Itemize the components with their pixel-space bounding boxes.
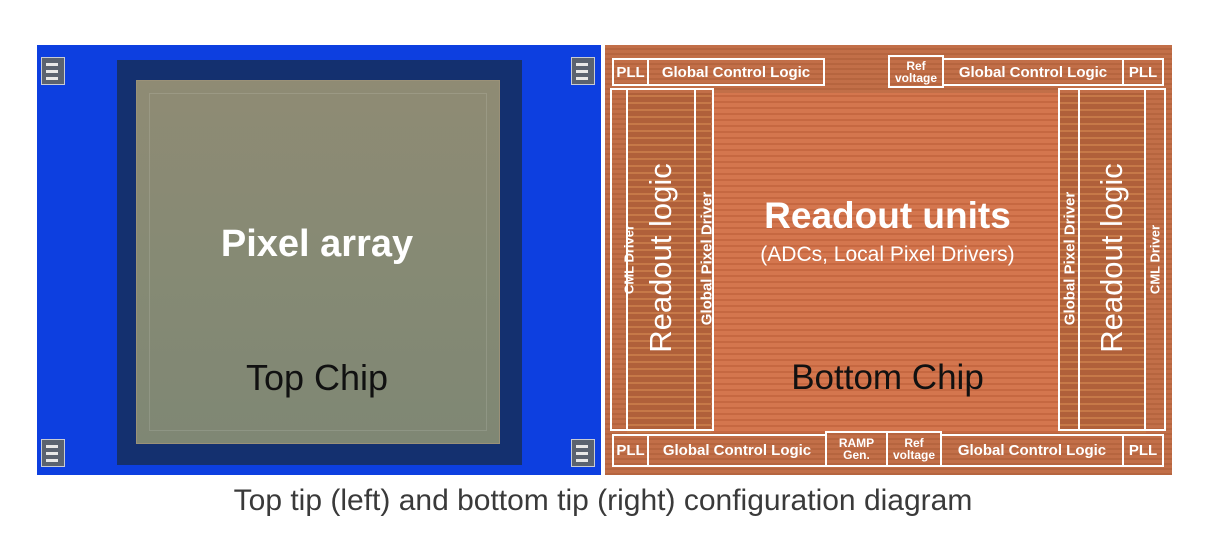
ref-voltage-top-line2: voltage — [894, 70, 937, 85]
readout-logic-left-label: Readout logic — [643, 163, 678, 353]
ramp-gen-line2: Gen. — [843, 448, 870, 462]
global-control-logic-bottom-right: Global Control Logic — [940, 434, 1124, 467]
readout-units-sublabel: (ADCs, Local Pixel Drivers) — [760, 243, 1015, 266]
bottom-chip-label: Bottom Chip — [791, 358, 984, 397]
global-control-logic-bottom-left: Global Control Logic — [647, 434, 827, 467]
cml-driver-right-label: CML Driver — [1147, 224, 1163, 295]
global-control-logic-top-left: Global Control Logic — [647, 58, 825, 86]
chip-configuration-figure: Pixel array Top Chip PLL Global Control … — [37, 45, 1172, 475]
top-chip-label: Top Chip — [245, 357, 389, 398]
pll-top-left: PLL — [612, 58, 649, 86]
left-readout-band — [627, 93, 711, 433]
right-readout-band — [1060, 93, 1146, 433]
top-chip-image: Pixel array Top Chip — [37, 45, 601, 475]
global-control-logic-top-right: Global Control Logic — [942, 58, 1124, 86]
readout-units-region — [713, 93, 1058, 433]
ref-voltage-top: Ref voltage — [888, 55, 944, 88]
ref-voltage-bottom: Ref voltage — [886, 431, 942, 467]
cml-driver-left-label: CML Driver — [621, 224, 637, 295]
bond-pad-top-right — [571, 57, 595, 85]
bond-pad-bottom-left — [41, 439, 65, 467]
pll-bottom-right: PLL — [1122, 434, 1164, 467]
cml-driver-right-box — [1144, 88, 1166, 431]
ramp-gen-line1: RAMP — [838, 436, 875, 450]
figure-caption: Top tip (left) and bottom tip (right) co… — [233, 484, 973, 517]
global-pixel-driver-right-label: Global Pixel Driver — [1061, 191, 1079, 326]
pll-bottom-left: PLL — [612, 434, 649, 467]
bottom-chip-image: PLL Global Control Logic Ref voltage Glo… — [605, 45, 1172, 475]
readout-units-label: Readout units — [764, 195, 1011, 236]
ref-voltage-top-line1: Ref — [906, 58, 926, 73]
ref-voltage-bottom-line1: Ref — [904, 436, 924, 450]
bond-pad-top-left — [41, 57, 65, 85]
global-pixel-driver-left-label: Global Pixel Driver — [698, 191, 716, 326]
pixel-array-label: Pixel array — [220, 223, 414, 265]
ref-voltage-bottom-line2: voltage — [892, 448, 935, 462]
pixel-array-region — [136, 80, 500, 444]
bond-pad-bottom-right — [571, 439, 595, 467]
ramp-gen-bottom: RAMP Gen. — [825, 431, 888, 467]
pll-top-right: PLL — [1122, 58, 1164, 86]
global-pixel-driver-left-box — [694, 88, 714, 431]
readout-logic-right-label: Readout logic — [1094, 163, 1129, 353]
